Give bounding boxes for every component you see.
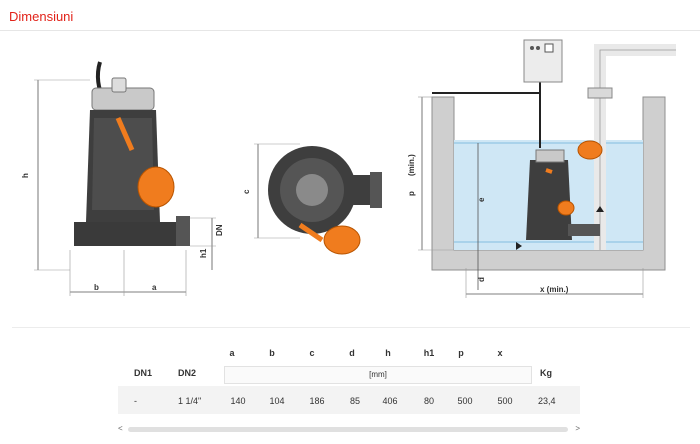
- pump-side-view: h b a DN h1: [21, 61, 224, 296]
- cell-a: 140: [230, 396, 246, 406]
- dim-label-p: p: [407, 191, 416, 196]
- dimension-drawings: h b a DN h1 c: [21, 39, 676, 298]
- dim-label-x: x (min.): [540, 285, 569, 294]
- section-title: Dimensiuni: [9, 9, 74, 24]
- header-d: d: [349, 348, 355, 358]
- cell-kg: 23,4: [538, 396, 556, 406]
- dim-label-d: d: [477, 277, 486, 282]
- cell-h1: 80: [423, 396, 434, 406]
- header-a: a: [229, 348, 235, 358]
- header-dn2: DN2: [178, 368, 197, 378]
- dim-label-p-min: (min.): [407, 154, 416, 176]
- header-p: p: [458, 348, 464, 358]
- installation-view: p (min.) e d x (min.): [407, 39, 676, 298]
- dim-label-h1: h1: [199, 248, 208, 258]
- scroll-right-icon[interactable]: >: [575, 424, 580, 433]
- cell-c: 186: [309, 396, 325, 406]
- header-h: h: [385, 348, 391, 358]
- dim-label-a: a: [152, 283, 157, 292]
- cell-p: 500: [457, 396, 473, 406]
- dim-label-b: b: [94, 283, 99, 292]
- scroll-left-icon[interactable]: <: [118, 424, 123, 433]
- cell-x: 500: [497, 396, 513, 406]
- table-divider: [12, 327, 690, 328]
- header-h1: h1: [423, 348, 435, 358]
- header-b: b: [269, 348, 275, 358]
- unit-label: [mm]: [224, 366, 532, 384]
- scroll-track[interactable]: [128, 427, 568, 432]
- cell-d: 85: [349, 396, 360, 406]
- cell-h: 406: [382, 396, 398, 406]
- pump-top-view: c: [242, 143, 382, 255]
- title-divider: [0, 30, 700, 31]
- horizontal-scrollbar[interactable]: < >: [118, 424, 580, 434]
- cell-dn1: -: [134, 396, 137, 406]
- header-x: x: [497, 348, 503, 358]
- dim-label-dn: DN: [215, 224, 224, 236]
- header-kg: Kg: [540, 368, 552, 378]
- dim-label-c: c: [242, 189, 251, 194]
- table-row: - 1 1/4" 140 104 186 85 406 80 500 500 2…: [118, 386, 580, 414]
- cell-b: 104: [269, 396, 285, 406]
- dim-label-e: e: [477, 197, 486, 202]
- header-dn1: DN1: [134, 368, 153, 378]
- header-c: c: [309, 348, 315, 358]
- dim-label-h: h: [21, 173, 30, 178]
- cell-dn2: 1 1/4": [178, 396, 202, 406]
